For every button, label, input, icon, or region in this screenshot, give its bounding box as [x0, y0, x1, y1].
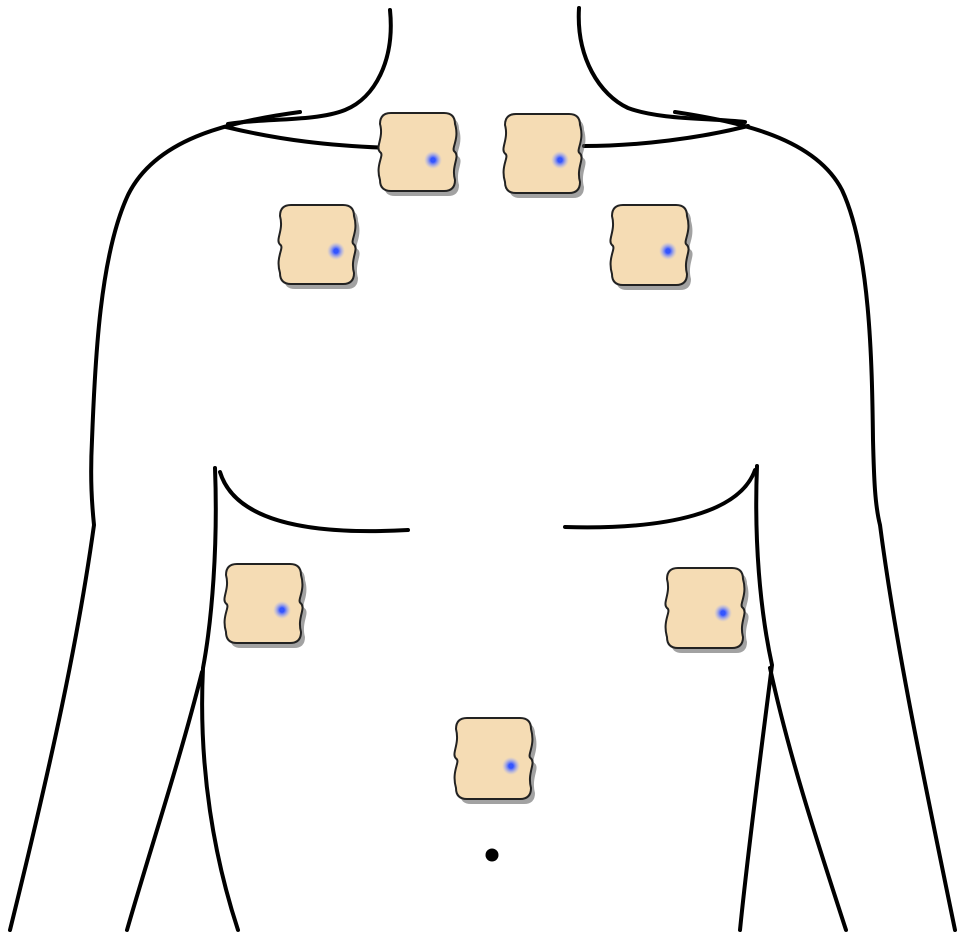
electrode-pad-right-lower-torso: [224, 564, 306, 648]
right-shoulder-arm: [675, 112, 955, 930]
right-arm-inner: [770, 668, 846, 930]
snap-connector: [430, 157, 435, 162]
electrode-pad-left-upper-chest: [610, 205, 692, 290]
neck-right-line: [579, 8, 745, 122]
snap-connector: [333, 248, 338, 253]
electrode-pad-left-lower-torso: [665, 568, 748, 653]
pad-body: [224, 564, 302, 643]
navel-dot: [486, 849, 499, 862]
snap-connector: [665, 248, 670, 253]
electrode-pad-lower-abdomen: [454, 718, 536, 804]
snap-connector: [720, 610, 725, 615]
pad-body: [665, 568, 744, 648]
snap-connector: [279, 607, 284, 612]
pad-body: [503, 114, 581, 193]
electrode-pads: [224, 113, 748, 804]
electrode-pad-right-upper-chest: [278, 205, 359, 289]
electrode-pad-upper-right-clavicle: [378, 113, 460, 196]
right-clavicle: [584, 126, 748, 146]
right-rib-line: [565, 470, 755, 527]
electrode-pad-upper-left-clavicle: [503, 114, 585, 198]
left-arm-inner: [127, 672, 202, 930]
left-shoulder-arm: [10, 112, 300, 930]
snap-connector: [557, 157, 562, 162]
left-rib-line: [220, 472, 408, 531]
pad-body: [278, 205, 355, 284]
pad-body: [454, 718, 532, 799]
pad-body: [378, 113, 456, 191]
pad-body: [610, 205, 688, 285]
neck-left-line: [228, 10, 391, 124]
right-side-torso: [740, 466, 772, 930]
left-clavicle: [226, 127, 392, 148]
snap-connector: [508, 763, 513, 768]
left-side-torso: [202, 468, 238, 930]
